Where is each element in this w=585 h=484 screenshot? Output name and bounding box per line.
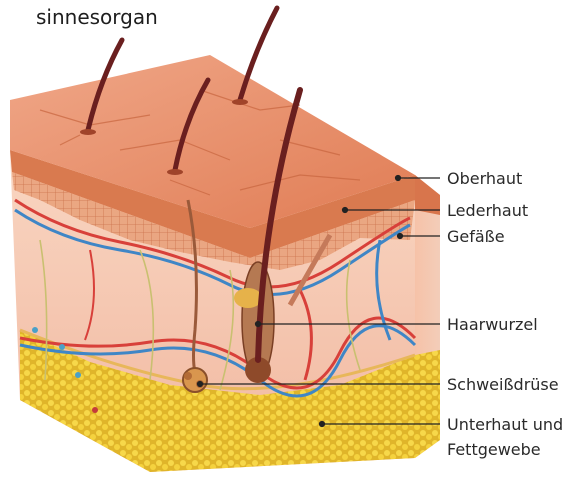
cube-right-face — [415, 175, 440, 458]
label-schweissdruese: Schweißdrüse — [447, 375, 559, 394]
label-gefaesse: Gefäße — [447, 227, 505, 246]
label-lederhaut: Lederhaut — [447, 201, 528, 220]
diagram-title: sinnesorgan — [36, 5, 158, 29]
label-unterhaut-line1: Unterhaut und — [447, 415, 563, 434]
label-unterhaut-line2: Fettgewebe — [447, 440, 541, 459]
label-oberhaut: Oberhaut — [447, 169, 522, 188]
label-haarwurzel: Haarwurzel — [447, 315, 538, 334]
